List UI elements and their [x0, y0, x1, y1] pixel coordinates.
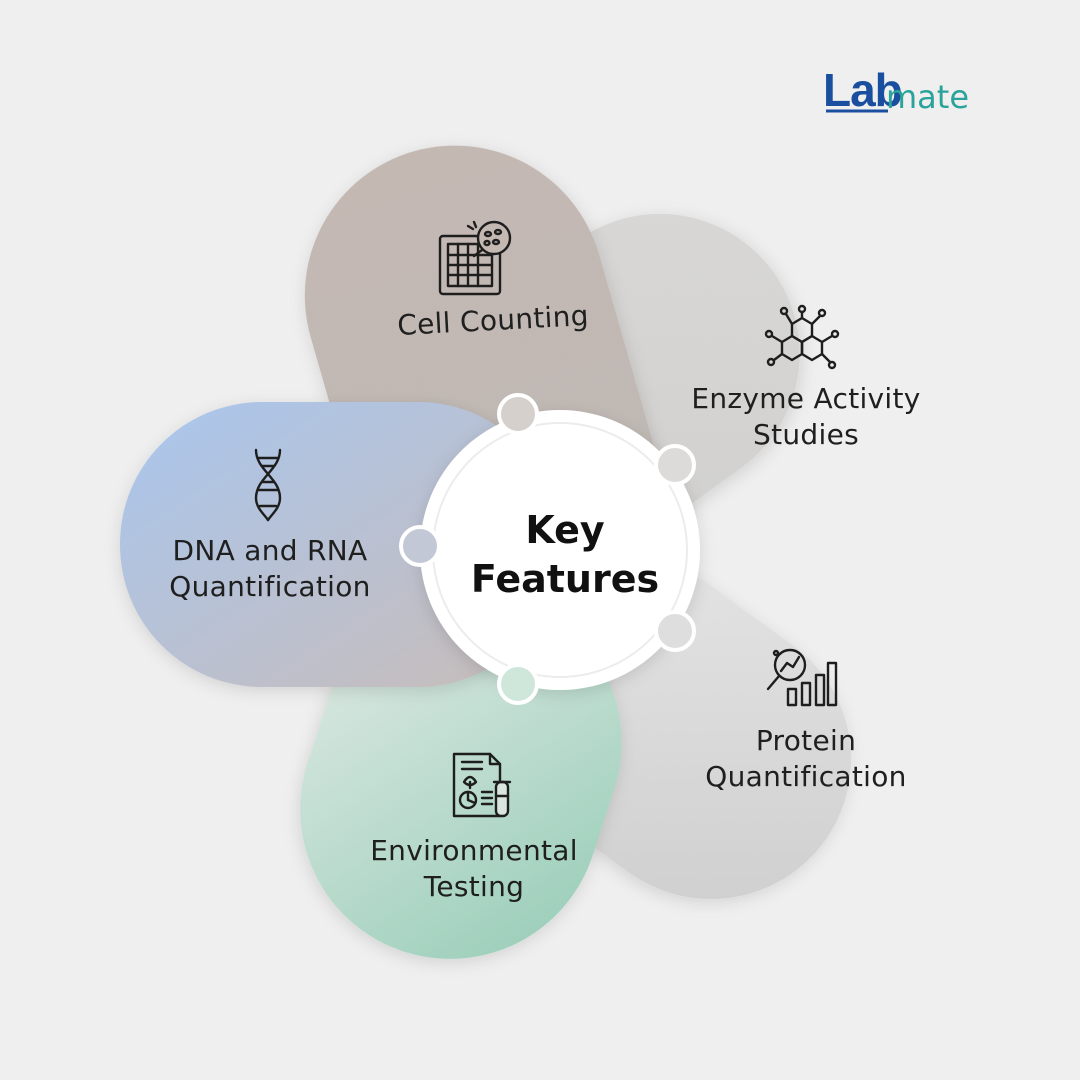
molecule-icon — [764, 304, 840, 370]
report-test-tube-icon — [452, 752, 512, 818]
protein-quantification-label-line2: Quantification — [705, 760, 906, 793]
cell-counting-connector — [497, 393, 539, 435]
dna-rna-connector — [399, 525, 441, 567]
enzyme-activity-label-line1: Enzyme Activity — [691, 382, 920, 415]
environmental-testing-label-line1: Environmental — [370, 834, 578, 867]
dna-helix-icon — [254, 448, 282, 522]
cell-counter-icon — [438, 220, 512, 296]
protein-quantification-label-line1: Protein — [756, 724, 856, 757]
dna-rna-label-line2: Quantification — [169, 570, 370, 603]
analytics-chart-icon — [766, 648, 838, 707]
center-title-line1: Key — [525, 508, 605, 552]
enzyme-activity-connector — [654, 444, 696, 486]
logo-mate-text: mate — [886, 78, 969, 116]
environmental-testing-label-line2: Testing — [423, 870, 525, 903]
dna-rna-label-line1: DNA and RNA — [173, 534, 368, 567]
protein-quantification-connector — [654, 610, 696, 652]
center-hub: Key Features — [420, 410, 700, 690]
logo-lab-text: Lab — [823, 64, 902, 116]
center-circle — [420, 410, 700, 690]
center-title-line2: Features — [471, 557, 659, 601]
environmental-testing-connector — [497, 663, 539, 705]
labmate-logo: Lab mate — [823, 64, 969, 116]
enzyme-activity-label-line2: Studies — [753, 418, 859, 451]
